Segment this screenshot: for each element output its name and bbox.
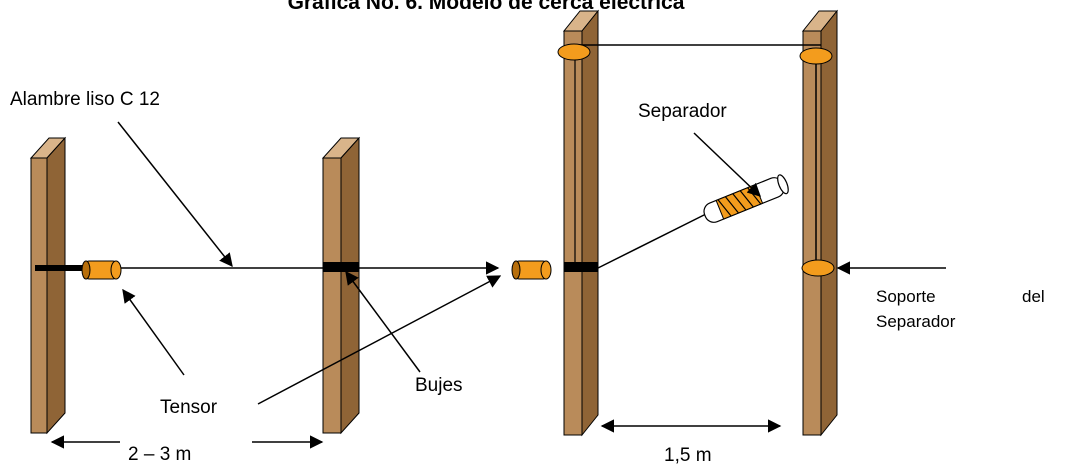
pointer-arrows bbox=[50, 121, 946, 449]
post-3 bbox=[562, 9, 600, 437]
wire-clamp-post-1 bbox=[35, 265, 85, 271]
fence-wires bbox=[100, 44, 821, 275]
label-support-word1: Soporte bbox=[876, 287, 936, 306]
bushing-insulator bbox=[511, 260, 552, 280]
label-bushings: Bujes bbox=[415, 375, 463, 396]
separator-support-insulator bbox=[801, 259, 835, 277]
label-distance-pair: 1,5 m bbox=[664, 445, 712, 466]
post-1 bbox=[29, 136, 67, 435]
separator bbox=[703, 174, 789, 223]
post-4 bbox=[801, 9, 839, 437]
post-2 bbox=[321, 136, 361, 435]
wire-clamp-post-2 bbox=[323, 262, 359, 272]
label-support-word2: del bbox=[1022, 287, 1045, 306]
diagram-title: Gráfica No. 6. Modelo de cerca eléctrica bbox=[288, 0, 685, 14]
label-tensor: Tensor bbox=[160, 397, 218, 418]
wire-clamp-post-3 bbox=[564, 262, 598, 272]
tensor-insulator bbox=[81, 260, 122, 280]
top-insulator-post-4 bbox=[799, 47, 833, 65]
label-support-word3: Separador bbox=[876, 312, 956, 331]
label-wire: Alambre liso C 12 bbox=[10, 89, 160, 110]
label-distance-posts: 2 – 3 m bbox=[128, 444, 191, 465]
top-insulator-post-3 bbox=[557, 43, 591, 61]
label-separator: Separador bbox=[638, 101, 727, 122]
